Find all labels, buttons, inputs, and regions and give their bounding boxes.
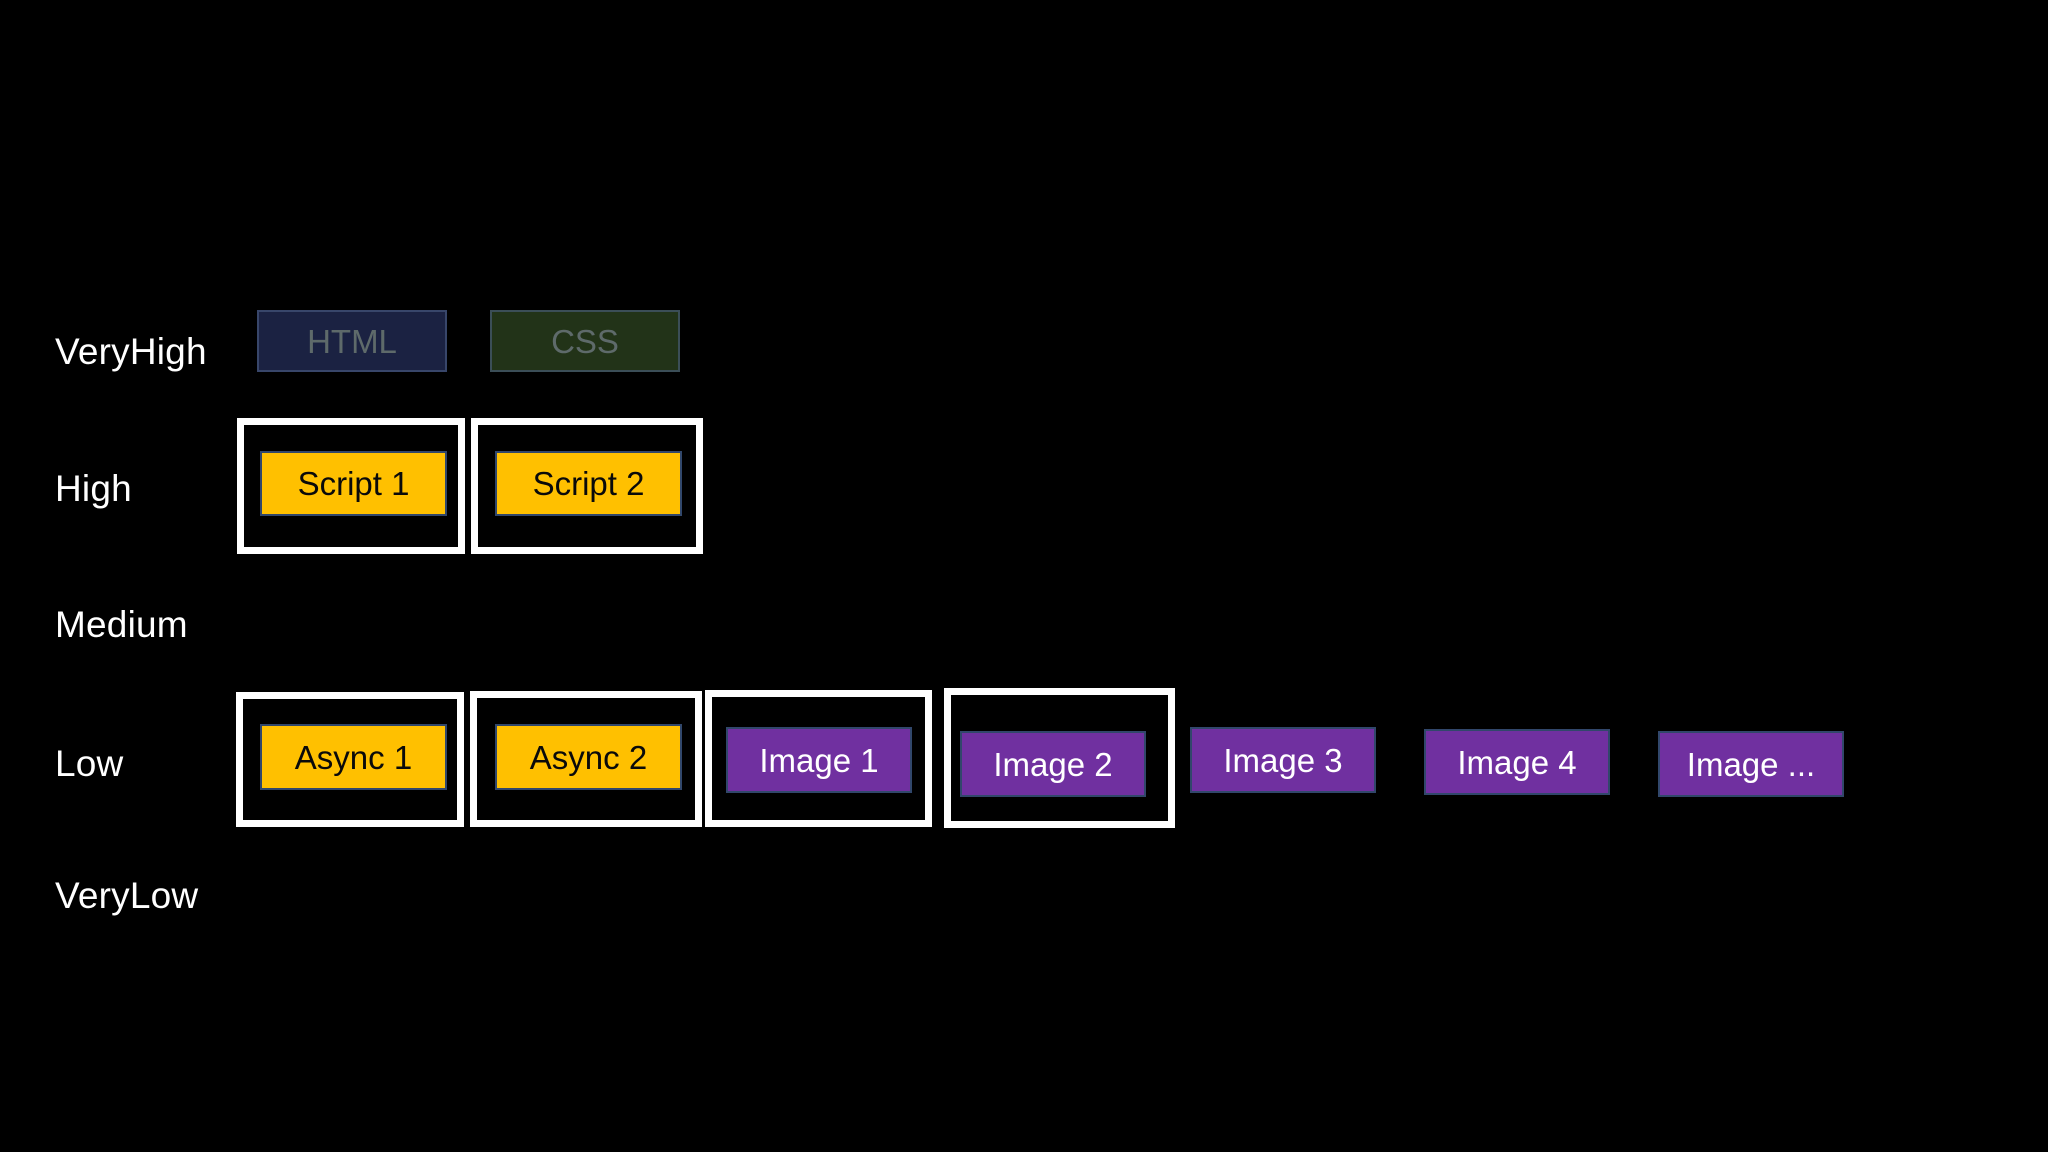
resource-chip-script-1[interactable]: Script 1 xyxy=(260,451,447,516)
inflight-frame-inner xyxy=(478,425,696,547)
resource-chip-label: Async 1 xyxy=(294,738,413,776)
resource-chip-script-2[interactable]: Script 2 xyxy=(495,451,682,516)
resource-chip-image-3[interactable]: Image 3 xyxy=(1190,727,1376,793)
row-label-high: High xyxy=(55,468,132,509)
resource-chip-label: HTML xyxy=(307,322,397,360)
resource-chip-label: Image 4 xyxy=(1457,743,1577,781)
resource-chip-css[interactable]: CSS xyxy=(490,310,680,372)
row-label-verylow: VeryLow xyxy=(55,875,199,916)
row-label-medium: Medium xyxy=(55,604,188,645)
resource-chip-image-more[interactable]: Image ... xyxy=(1658,731,1844,797)
resource-chip-label: Async 2 xyxy=(529,738,648,776)
resource-chip-async-1[interactable]: Async 1 xyxy=(260,724,447,790)
resource-chip-label: Script 2 xyxy=(532,465,645,502)
resource-chip-label: Image 2 xyxy=(993,745,1113,783)
inflight-frame-inner xyxy=(243,699,457,820)
inflight-frame-inner xyxy=(477,698,695,820)
resource-chip-label: CSS xyxy=(551,322,619,360)
inflight-frame-inner xyxy=(951,695,1168,821)
resource-chip-image-2[interactable]: Image 2 xyxy=(960,731,1146,797)
resource-chip-label: Image ... xyxy=(1686,745,1816,783)
resource-chip-label: Image 3 xyxy=(1223,741,1343,779)
resource-chip-image-1[interactable]: Image 1 xyxy=(726,727,912,793)
resource-chip-async-2[interactable]: Async 2 xyxy=(495,724,682,790)
inflight-frame-inner xyxy=(244,425,458,547)
inflight-frame-inner xyxy=(712,697,925,820)
row-label-veryhigh: VeryHigh xyxy=(55,331,207,372)
resource-chip-html[interactable]: HTML xyxy=(257,310,447,372)
resource-chip-label: Script 1 xyxy=(297,465,410,502)
resource-chip-image-4[interactable]: Image 4 xyxy=(1424,729,1610,795)
resource-chip-label: Image 1 xyxy=(759,741,879,779)
row-label-low: Low xyxy=(55,743,124,784)
